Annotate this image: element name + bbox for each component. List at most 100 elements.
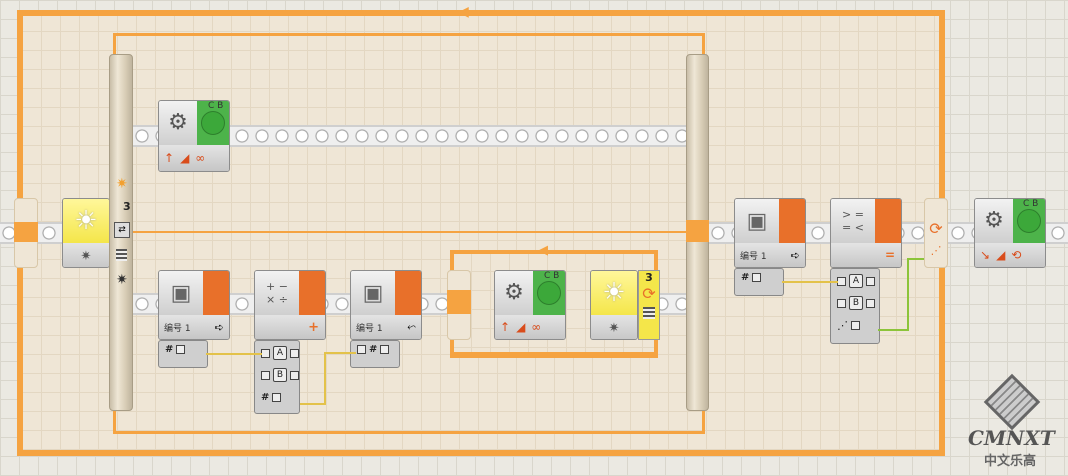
gear-icon: ⚙ <box>984 208 1004 233</box>
switch-frame-left-bot <box>113 410 116 434</box>
outer-loop-arrow-icon: ◀ <box>458 4 469 20</box>
variable-right-hub[interactable]: # <box>734 268 784 296</box>
wire-compare-to-loop-h2 <box>907 258 925 260</box>
compare-hub[interactable]: A B ⋰ <box>830 268 880 344</box>
variable-block-1[interactable]: ▣ 编号 1 ➪ <box>158 270 230 340</box>
compare-result-plug[interactable] <box>851 320 860 330</box>
variable-block-2[interactable]: ▣ 编号 1 ⬿ <box>350 270 422 340</box>
inner-loop-top <box>450 250 658 254</box>
outer-loop-top-bar <box>17 10 945 16</box>
wire-math-to-var2-h2 <box>324 352 356 354</box>
sun-small-icon: ✷ <box>80 248 92 264</box>
math-icon: + −× ÷ <box>266 280 288 306</box>
inner-loop-bottom <box>450 352 658 358</box>
motor-block-mid[interactable]: ⚙ ↑ ◢ ∞ <box>494 270 566 340</box>
switch-frame-bottom <box>113 431 705 434</box>
write-icon: ➪ <box>790 248 800 262</box>
math-result-symbol: # <box>261 391 270 403</box>
wire-compare-to-loop-h1 <box>878 329 908 331</box>
sun-icon: ☀ <box>74 206 98 236</box>
math-block[interactable]: + −× ÷ + <box>254 270 326 340</box>
math-port-b: B <box>273 368 287 382</box>
inner-loop-count: 3 <box>645 271 653 284</box>
switch-count: 3 <box>123 200 131 213</box>
compare-a-in-plug[interactable] <box>837 276 846 286</box>
switch-frame-top <box>113 33 705 36</box>
variable-block-right[interactable]: ▣ 编号 1 ➪ <box>734 198 806 268</box>
variable-2-out-plug[interactable] <box>380 344 390 354</box>
math-a-out-plug[interactable] <box>290 348 299 358</box>
arrow-down-icon: ↘ <box>980 248 991 262</box>
math-hub[interactable]: A B # <box>254 340 300 414</box>
arrow-up-icon: ↑ <box>500 320 511 334</box>
power-icon: ◢ <box>996 248 1006 262</box>
compare-b-out-plug[interactable] <box>866 298 875 308</box>
wire-compare-to-loop-v <box>907 258 909 331</box>
briefcase-icon: ▣ <box>170 280 192 306</box>
variable-1-hub[interactable]: # <box>158 340 208 368</box>
read-icon: ⬿ <box>407 320 416 333</box>
write-icon: ➪ <box>214 320 224 334</box>
compare-port-b: B <box>849 296 863 310</box>
compare-port-a: A <box>849 274 863 288</box>
variable-right-label: 编号 1 <box>740 251 767 262</box>
switch-plug-icon[interactable]: ⇄ <box>114 222 130 238</box>
switch-bottom-sun-icon: ✷ <box>116 272 128 288</box>
motor-block-right[interactable]: ⚙ ↘ ◢ ⟲ <box>974 198 1046 268</box>
gear-icon: ⚙ <box>168 110 188 135</box>
variable-right-out-plug[interactable] <box>752 272 762 282</box>
logo-text: CMNXT <box>968 426 1055 450</box>
loop-list-icon <box>643 307 655 319</box>
sun-icon: ☀ <box>602 278 626 308</box>
outer-loop-end-block[interactable]: ⟳ ⋰ <box>924 198 948 268</box>
rotation-icon: ⟲ <box>1011 248 1022 262</box>
compare-block[interactable]: > == < = <box>830 198 902 268</box>
switch-right-pillar-band <box>686 220 709 242</box>
inner-loop-start-band <box>447 290 471 314</box>
math-b-in-plug[interactable] <box>261 370 270 380</box>
briefcase-icon: ▣ <box>746 208 768 234</box>
variable-2-hub[interactable]: # <box>350 340 400 368</box>
variable-1-label: 编号 1 <box>164 323 191 334</box>
inner-light-sensor-block[interactable]: ☀ ✷ <box>590 270 638 340</box>
wire-var-right-to-compare <box>782 281 838 283</box>
infinity-icon: ∞ <box>531 320 542 334</box>
switch-top-branch-beam <box>133 125 686 147</box>
math-b-out-plug[interactable] <box>290 370 299 380</box>
logic-icon: ⋰ <box>930 244 942 257</box>
variable-2-symbol: # <box>369 343 378 355</box>
motor-mid-ports: C B <box>544 271 560 281</box>
switch-frame-right-top <box>702 33 705 55</box>
outer-loop-bottom-bar <box>17 450 945 456</box>
motor-right-ports: C B <box>1023 199 1039 209</box>
switch-top-sun-icon: ✷ <box>116 176 128 192</box>
variable-1-symbol: # <box>165 343 174 355</box>
light-sensor-block[interactable]: ☀ ✷ <box>62 198 110 268</box>
math-a-in-plug[interactable] <box>261 348 270 358</box>
motor-block-top[interactable]: ⚙ ↑◢∞ <box>158 100 230 172</box>
math-port-a: A <box>273 346 287 360</box>
variable-1-out-plug[interactable] <box>176 344 186 354</box>
switch-frame-left-top <box>113 33 116 55</box>
logic-icon: ⋰ <box>837 318 848 332</box>
switch-list-icon[interactable] <box>116 249 127 261</box>
loop-refresh-icon: ⟳ <box>642 284 656 303</box>
math-result-plug[interactable] <box>272 392 282 402</box>
infinity-icon: ∞ <box>195 151 206 165</box>
outer-loop-start-band <box>14 222 38 242</box>
inner-loop-end-block[interactable]: 3 ⟳ <box>638 270 660 340</box>
compare-a-out-plug[interactable] <box>866 276 875 286</box>
variable-2-in-plug[interactable] <box>357 344 366 354</box>
compare-icon: > == < <box>842 208 864 234</box>
inner-loop-arrow-icon: ◀ <box>538 243 548 258</box>
gear-icon: ⚙ <box>504 280 524 305</box>
wire-var1-to-math-a <box>206 353 262 355</box>
power-icon: ◢ <box>516 320 526 334</box>
motor-top-ports: C B <box>208 101 224 111</box>
equals-icon: = <box>884 248 895 262</box>
plus-icon: + <box>308 319 319 335</box>
variable-2-label: 编号 1 <box>356 323 383 334</box>
wire-math-to-var2-h1 <box>300 403 324 405</box>
briefcase-icon: ▣ <box>362 280 384 306</box>
compare-b-in-plug[interactable] <box>837 298 846 308</box>
